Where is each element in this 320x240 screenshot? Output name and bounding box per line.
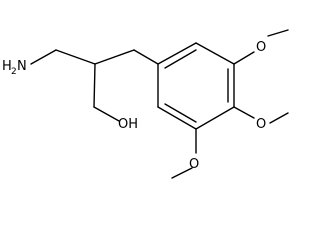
bond-benzyl-ring: [133, 49, 159, 65]
bond-o-ch3-mid: [269, 112, 289, 124]
bond-ring-o-top: [233, 51, 255, 65]
bond-n-ch2: [30, 49, 57, 65]
amine-label-h: H: [2, 59, 12, 74]
ring-double-bond-3: [164, 103, 197, 123]
bond-ch2-oh: [93, 106, 120, 122]
methoxy-oxygen-bottom: O: [189, 157, 199, 172]
chemical-structure-diagram: H 2 N OH O O O: [2, 29, 289, 179]
bond-ch-benzyl: [94, 49, 135, 65]
bond-o-ch3-bottom: [171, 167, 193, 179]
bond-ch-ch2oh: [93, 63, 96, 108]
ring-bond-4: [195, 106, 235, 130]
amine-label-n: N: [17, 59, 27, 74]
bond-o-ch3-top: [267, 29, 289, 37]
ring-bond-5: [157, 106, 197, 130]
ring-double-bond-1: [164, 49, 197, 69]
hydroxyl-label: OH: [118, 117, 138, 132]
amine-label-subscript: 2: [11, 67, 17, 77]
ring-bond-2: [195, 42, 235, 65]
bond-ring-o-mid: [233, 106, 255, 119]
methoxy-oxygen-top: O: [256, 40, 266, 55]
methoxy-oxygen-middle: O: [256, 117, 266, 132]
bond-ch2-ch: [55, 49, 96, 65]
ring-bond-1: [157, 42, 197, 65]
